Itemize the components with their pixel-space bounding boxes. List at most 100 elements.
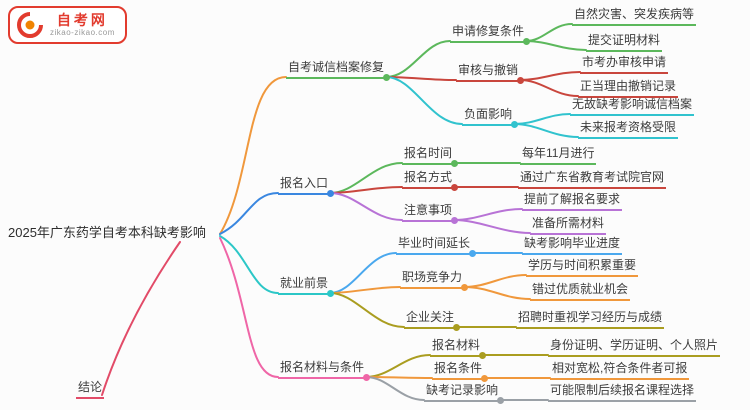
node-label: 就业前景: [280, 276, 329, 290]
node-label: 无故缺考影响诚信档案: [572, 97, 693, 111]
connector-line: [385, 76, 457, 81]
node-absence-record-impact: 缺考记录影响: [424, 383, 505, 404]
connector-line: [519, 71, 581, 81]
node-label: 负面影响: [464, 107, 513, 121]
site-logo-text: 自考网 zikao-zikao.com: [50, 12, 115, 38]
site-domain: zikao-zikao.com: [50, 28, 115, 37]
node-label: 自考诚信档案修复: [288, 60, 385, 74]
node-label: 每年11月进行: [522, 146, 595, 160]
leaf-know-requirements: 提前了解报名要求: [522, 192, 623, 211]
connector-dot: [327, 290, 335, 297]
connector-line: [385, 40, 451, 78]
node-precautions: 注意事项: [402, 203, 459, 224]
connector-line: [453, 219, 531, 234]
branch-credit-file-repair: 自考诚信档案修复: [286, 60, 391, 81]
node-registration-time: 报名时间: [402, 146, 459, 167]
site-name: 自考网: [56, 12, 108, 28]
leaf-degree-time-important: 学历与时间积累重要: [526, 258, 639, 277]
connector-line: [329, 186, 403, 194]
node-label: 市考办审核申请: [582, 55, 667, 69]
connector-dot: [453, 324, 461, 331]
leaf-exam-office-review: 市考办审核申请: [580, 55, 669, 74]
node-label: 报名材料与条件: [280, 360, 365, 374]
node-label: 审核与撤销: [458, 63, 519, 77]
connector-dot: [523, 38, 531, 45]
root-label: 2025年广东药学自考本科缺考影响: [8, 225, 206, 240]
node-label: 毕业时间延长: [398, 236, 471, 250]
node-label: 企业关注: [406, 310, 455, 324]
connector-dot: [469, 250, 477, 257]
node-review-revocation: 审核与撤销: [456, 63, 525, 84]
zikao-logo-icon: [17, 12, 43, 38]
node-label: 缺考影响毕业进度: [524, 236, 621, 250]
node-registration-conditions: 报名条件: [432, 361, 489, 382]
node-registration-method: 报名方式: [402, 170, 459, 191]
node-label: 报名时间: [404, 146, 453, 160]
connector-line: [219, 76, 287, 235]
node-workplace-competitiveness: 职场竞争力: [400, 270, 469, 291]
node-label: 身份证明、学历证明、个人照片: [550, 338, 719, 352]
node-graduation-delay: 毕业时间延长: [396, 236, 477, 257]
connector-line: [329, 162, 403, 194]
node-label: 通过广东省教育考试院官网: [520, 170, 665, 184]
connector-line: [329, 192, 403, 221]
node-employer-attention: 企业关注: [404, 310, 461, 331]
node-label: 职场竞争力: [402, 270, 463, 284]
connector-line: [219, 237, 279, 378]
connector-dot: [479, 352, 487, 359]
mindmap-root: 2025年广东药学自考本科缺考影响: [8, 226, 206, 240]
leaf-miss-job-opportunities: 错过优质就业机会: [530, 282, 631, 301]
connector-dot: [327, 190, 335, 197]
node-label: 相对宽松,符合条件者可报: [552, 361, 688, 375]
connector-line: [513, 113, 571, 125]
node-label: 自然灾害、突发疾病等: [574, 7, 695, 21]
leaf-relatively-lenient: 相对宽松,符合条件者可报: [550, 361, 690, 380]
connector-line: [219, 192, 279, 235]
leaf-prepare-materials: 准备所需材料: [530, 216, 607, 235]
connector-line: [463, 286, 531, 300]
branch-employment-prospects: 就业前景: [278, 276, 335, 297]
node-label: 学历与时间积累重要: [528, 258, 637, 272]
connector-dot: [511, 121, 519, 128]
connector-line: [463, 274, 527, 288]
leaf-graduation-progress: 缺考影响毕业进度: [522, 236, 623, 255]
connector-line: [365, 376, 433, 379]
connector-dot: [363, 374, 371, 381]
leaf-credit-file-affected: 无故缺考影响诚信档案: [570, 97, 695, 116]
connector-line: [513, 123, 579, 138]
node-label: 提交证明材料: [588, 33, 661, 47]
connector-line: [453, 208, 523, 221]
leaf-november-each-year: 每年11月进行: [520, 146, 597, 165]
node-label: 申请修复条件: [452, 24, 525, 38]
leaf-limit-course-selection: 可能限制后续报名课程选择: [548, 383, 697, 402]
connector-line: [365, 354, 431, 378]
leaf-recruiters-value-records: 招聘时重视学习经历与成绩: [516, 310, 665, 329]
connector-line: [525, 40, 587, 51]
node-label: 可能限制后续报名课程选择: [550, 383, 695, 397]
node-label: 报名入口: [280, 176, 329, 190]
node-label: 提前了解报名要求: [524, 192, 621, 206]
connector-dot: [497, 397, 505, 404]
branch-registration-entry: 报名入口: [278, 176, 335, 197]
connector-dot: [461, 284, 469, 291]
node-label: 注意事项: [404, 203, 453, 217]
leaf-id-diploma-photo: 身份证明、学历证明、个人照片: [548, 338, 721, 357]
connector-line: [365, 376, 425, 401]
connector-line: [525, 23, 573, 42]
connector-dot: [481, 375, 489, 382]
node-label: 正当理由撤销记录: [580, 79, 677, 93]
connector-line: [329, 252, 397, 294]
node-label: 错过优质就业机会: [532, 282, 629, 296]
connector-dot: [517, 77, 525, 84]
node-label: 报名材料: [432, 338, 481, 352]
node-label: 缺考记录影响: [426, 383, 499, 397]
leaf-natural-disaster: 自然灾害、突发疾病等: [572, 7, 697, 26]
node-label: 未来报考资格受限: [580, 120, 677, 134]
connector-dot: [451, 160, 459, 167]
connector-line: [519, 79, 579, 97]
leaf-justified-revocation: 正当理由撤销记录: [578, 79, 679, 98]
node-negative-impact: 负面影响: [462, 107, 519, 128]
connector-dot: [451, 217, 459, 224]
branch-conclusion: 结论: [76, 380, 105, 399]
